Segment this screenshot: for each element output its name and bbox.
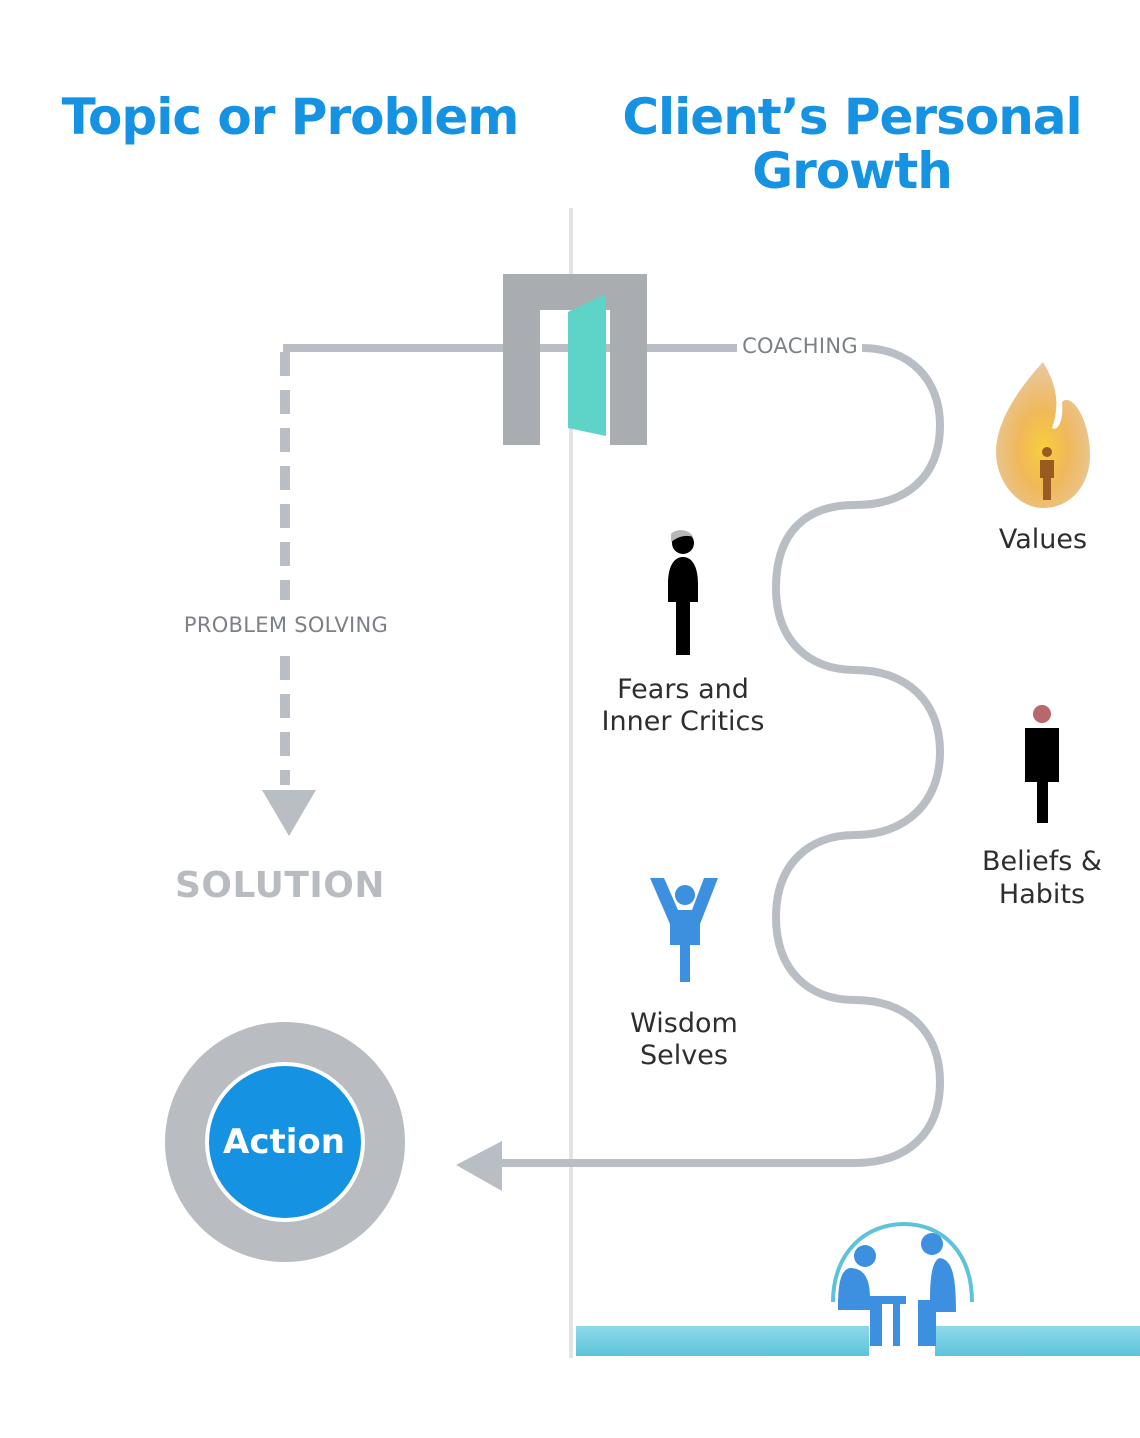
coaching-pair-icon	[831, 1221, 974, 1346]
left-heading: Topic or Problem	[62, 88, 519, 146]
solution-arrowhead	[262, 790, 316, 836]
floor-right	[935, 1326, 1140, 1356]
coaching-label: COACHING	[742, 334, 858, 358]
problem-solving-label: PROBLEM SOLVING	[184, 613, 388, 637]
flame-person-icon	[996, 362, 1090, 508]
arms-raised-person-icon	[650, 878, 718, 982]
action-circle	[165, 1022, 405, 1262]
solution-label: SOLUTION	[175, 865, 385, 906]
floor-left	[576, 1326, 869, 1356]
standing-person-icon	[668, 530, 698, 655]
fears-label-line2: Inner Critics	[602, 706, 765, 737]
action-label: Action	[223, 1122, 345, 1162]
beliefs-label-line2: Habits	[999, 879, 1085, 910]
values-label: Values	[999, 524, 1087, 555]
wisdom-label-line2: Selves	[640, 1040, 728, 1071]
coaching-path	[498, 344, 945, 1167]
right-heading-line2: Growth	[752, 142, 952, 200]
beliefs-label-line1: Beliefs &	[982, 846, 1102, 877]
fears-label-line1: Fears and	[617, 674, 749, 705]
door-icon	[503, 274, 647, 445]
person-icon	[1025, 705, 1059, 823]
right-heading-line1: Client’s Personal	[622, 88, 1081, 146]
wisdom-label-line1: Wisdom	[630, 1008, 738, 1039]
action-arrowhead	[456, 1141, 502, 1191]
